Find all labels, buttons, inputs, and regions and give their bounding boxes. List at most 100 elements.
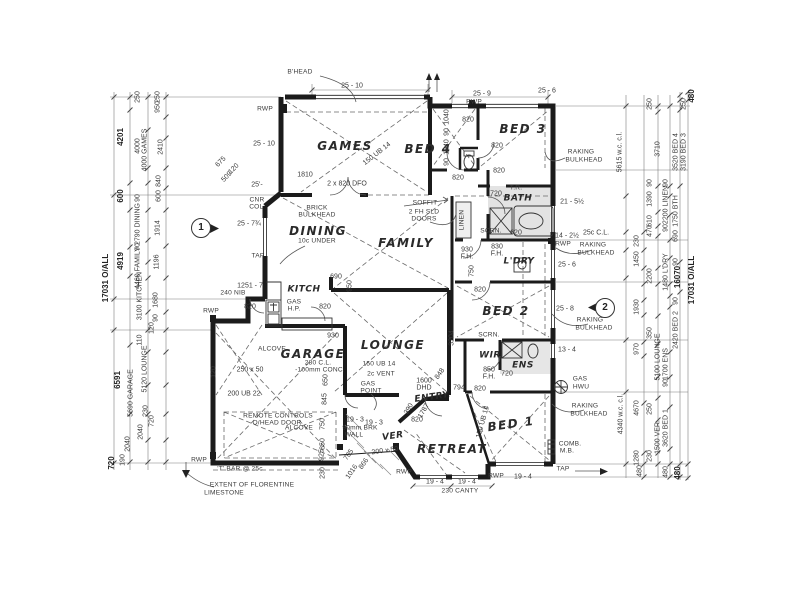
plan-label: 25 - 8 xyxy=(556,305,574,313)
roof-dashed-lines xyxy=(213,100,553,478)
plan-label: 'T' BAR @ 25c xyxy=(217,465,263,473)
plan-label: RAKING xyxy=(571,402,599,410)
plan-label: 3100 KITCHEN xyxy=(136,271,144,321)
plan-label: 19 - 3 xyxy=(346,416,364,424)
room-label: ENTRY xyxy=(413,390,450,405)
verandah-hatching xyxy=(344,413,400,476)
plan-label: REMOTE CONTROLS xyxy=(243,412,313,420)
plan-label: 4340 w.c. c.l. xyxy=(617,393,625,435)
plan-label: 1680 xyxy=(152,292,160,308)
plan-label: 250 xyxy=(154,91,162,103)
plan-label: RWP xyxy=(191,456,207,464)
plan-label: 470 xyxy=(646,225,654,237)
plan-label: 480 xyxy=(662,466,670,478)
plan-label: 19 - 4 xyxy=(426,478,444,486)
plan-label: 90 xyxy=(662,224,670,232)
dimension-lines xyxy=(110,84,691,489)
plan-label: 820 xyxy=(491,142,503,150)
plan-label: TAP xyxy=(251,252,265,260)
room-label: RETREAT xyxy=(417,442,487,456)
plan-label: 1040 xyxy=(443,109,451,125)
plan-label: 230 CANTY xyxy=(441,487,479,495)
plan-label: 750 xyxy=(319,418,327,430)
plan-label: 5120 LOUNGE xyxy=(141,345,149,393)
detail-marker-1: 1 xyxy=(191,218,211,238)
room-label: VER xyxy=(381,430,405,443)
room-label: BED 3 xyxy=(499,122,547,136)
wet-area-fills xyxy=(456,186,553,374)
plan-label: 19 - 3 xyxy=(365,419,383,427)
plan-label: 200 UB 22 xyxy=(227,390,261,398)
plan-label: 2 x 820 DFO xyxy=(327,180,367,188)
room-label: BATH xyxy=(503,193,533,204)
plan-label: BULKHEAD xyxy=(570,410,608,418)
plan-label: HWU xyxy=(572,383,590,391)
room-label: LOUNGE xyxy=(360,338,426,352)
room-label: ENS xyxy=(512,360,534,371)
plan-label: RWP xyxy=(257,105,273,113)
plan-label: 930 xyxy=(461,246,473,254)
plan-label: 1810 xyxy=(297,171,313,179)
plan-label: SOFFIT xyxy=(412,199,438,207)
plan-label: 25 - 7¾ xyxy=(237,220,261,228)
plan-label: 848 xyxy=(433,367,447,381)
plan-label: 1600 xyxy=(416,377,432,385)
plan-label: DOORS xyxy=(411,215,437,223)
ens-shower xyxy=(501,341,523,359)
room-label: L'DRY xyxy=(503,256,535,267)
plan-label: 480 xyxy=(636,465,644,477)
plan-label: 90 xyxy=(672,297,680,305)
plan-label: RWP xyxy=(203,307,219,315)
plan-label: 600 xyxy=(155,190,163,202)
plan-label: 950 xyxy=(346,280,354,292)
room-label: KITCH xyxy=(287,284,321,295)
plan-label: 4000 xyxy=(134,138,142,154)
plan-label: 845 xyxy=(321,393,329,405)
plan-label: 2 FH SLD xyxy=(408,208,440,216)
arrowheads xyxy=(182,73,608,478)
plan-label: 350 xyxy=(646,327,654,339)
plan-label: 620 xyxy=(510,229,522,237)
plan-label: 5100 LOUNGE xyxy=(654,333,662,381)
plan-label: 390 xyxy=(403,402,415,416)
plan-label: LINEN xyxy=(458,209,466,231)
plan-label: RWP xyxy=(555,240,571,248)
plan-label: 675 xyxy=(214,155,228,169)
plan-label: 4000 GAMES xyxy=(141,128,149,172)
leader-lines xyxy=(185,75,600,488)
plan-label: 5690 GARAGE xyxy=(127,369,135,417)
plan-label: 1016 xyxy=(344,463,360,481)
plan-label: F.H. xyxy=(460,253,474,261)
detail-marker-2: 2 xyxy=(595,298,615,318)
plan-label: 750 xyxy=(468,265,476,277)
plan-label: 2200 LINEN xyxy=(662,185,670,225)
plan-label: 250 xyxy=(680,98,688,110)
plan-label: 150 UB 14 xyxy=(362,360,396,368)
plan-label: B'HEAD xyxy=(287,68,313,76)
plan-label: 2c VENT xyxy=(367,370,395,378)
plan-label: 820 xyxy=(462,116,474,124)
ens-toilet xyxy=(527,343,539,359)
fixtures xyxy=(265,150,568,455)
plan-label: 19 - 4 xyxy=(458,478,476,486)
plan-label: F.H. xyxy=(490,250,504,258)
plan-label: CNR xyxy=(249,196,265,204)
plan-label: 509 xyxy=(220,170,234,184)
plan-label: 280 C.L. xyxy=(304,359,332,367)
plan-label: ALCOVE xyxy=(285,424,313,432)
plan-label: 17031 O/ALL xyxy=(101,253,110,303)
plan-label: F.H. xyxy=(482,373,496,381)
plan-label: TAP xyxy=(556,465,570,473)
bath-tub xyxy=(513,205,554,237)
plan-label: 25c C.L. xyxy=(582,229,610,237)
plan-label: 820 xyxy=(474,286,486,294)
door-swings xyxy=(249,141,506,417)
plan-label: 25 - 6 xyxy=(558,261,576,269)
plan-label: 90 xyxy=(443,158,451,166)
meter-box xyxy=(547,439,556,455)
plan-label: 830 xyxy=(491,243,503,251)
plan-label: BRICK xyxy=(306,204,328,212)
plan-label: 3190 BED 3 xyxy=(680,133,688,171)
